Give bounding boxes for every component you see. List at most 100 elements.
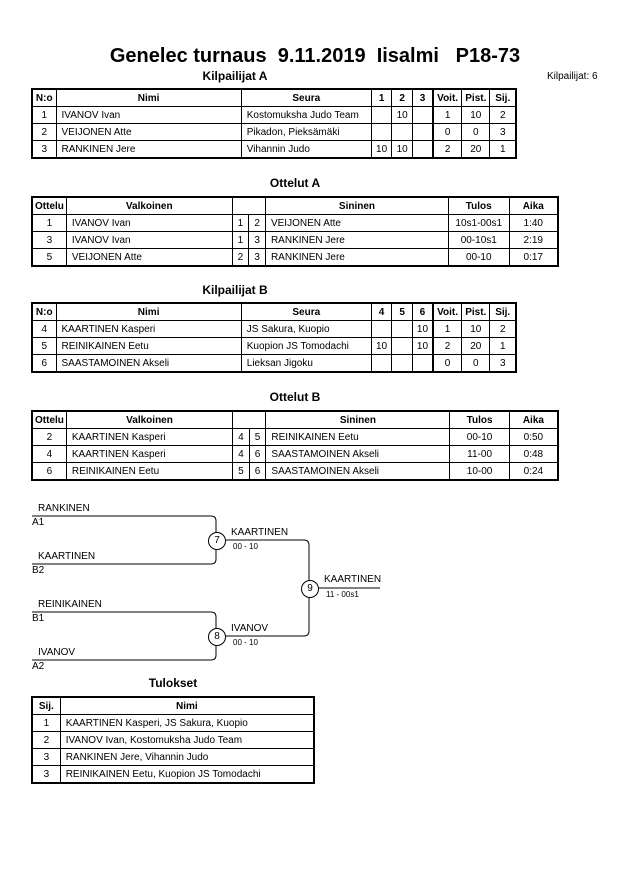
final-score: 11 - 00s1 (326, 590, 359, 599)
matches-b-header-row: Ottelu Valkoinen Sininen Tulos Aika (31, 410, 559, 429)
results-table: Sij. Nimi 1 KAARTINEN Kasperi, JS Sakura… (31, 696, 315, 784)
cell: 0:17 (508, 248, 559, 267)
table-row: 5 REINIKAINEN Eetu Kuopion JS Tomodachi … (31, 337, 517, 355)
pool-a-table: N:o Nimi Seura 1 2 3 Voit. Pist. Sij. 1 … (31, 88, 517, 159)
cell: 5 (31, 248, 67, 267)
pool-a-heading: Kilpailijat A (202, 69, 268, 83)
competitor-count: Kilpailijat: 6 (547, 71, 598, 82)
table-row: 1 IVANOV Ivan Kostomuksha Judo Team 10 1… (31, 106, 517, 124)
bracket-seed-b1: B1 (32, 613, 45, 624)
table-row: 3 RANKINEN Jere Vihannin Judo 10 10 2 20… (31, 140, 517, 159)
col-points: Pist. (461, 302, 491, 321)
table-row: 3 REINIKAINEN Eetu, Kuopion JS Tomodachi (31, 765, 315, 784)
cell: 1 (489, 337, 517, 355)
cell: 6 (248, 445, 267, 463)
cell: 5 (232, 462, 250, 481)
cell: 0 (432, 354, 463, 373)
cell: 2 (31, 731, 61, 749)
bracket-name-b1: REINIKAINEN (38, 599, 102, 610)
cell: 0 (461, 354, 491, 373)
cell: REINIKAINEN Eetu (65, 462, 234, 481)
results-heading: Tulokset (148, 676, 198, 690)
bracket-name-a2: IVANOV (38, 647, 76, 658)
cell: 20 (461, 140, 491, 159)
cell: 3 (31, 231, 67, 249)
cell: 4 (31, 445, 67, 463)
bracket-seed-a2: A2 (32, 661, 45, 672)
results-header-row: Sij. Nimi (31, 696, 315, 715)
table-row: 6 REINIKAINEN Eetu 5 6 SAASTAMOINEN Akse… (31, 462, 559, 481)
cell: 3 (489, 354, 517, 373)
semi-1-score: 00 - 10 (233, 542, 258, 551)
bracket-name-a1: RANKINEN (38, 503, 90, 514)
cell: 1 (489, 140, 517, 159)
final-winner: KAARTINEN (324, 574, 382, 585)
cell (391, 337, 413, 355)
col-opp-2: 2 (391, 88, 413, 107)
col-result: Tulos (449, 410, 510, 429)
cell: 0:24 (508, 462, 559, 481)
col-name: Nimi (59, 696, 315, 715)
page-title: Genelec turnaus 9.11.2019 Iisalmi P18-73 (109, 45, 521, 67)
cell: IVANOV Ivan, Kostomuksha Judo Team (59, 731, 315, 749)
semi-2-winner: IVANOV (231, 623, 269, 634)
matches-a-table: Ottelu Valkoinen Sininen Tulos Aika 1 IV… (31, 196, 559, 267)
cell: RANKINEN Jere (55, 140, 242, 159)
cell: 3 (489, 123, 517, 141)
pool-b-heading: Kilpailijat B (202, 283, 268, 297)
cell (391, 354, 413, 373)
table-row: 6 SAASTAMOINEN Akseli Lieksan Jigoku 0 0… (31, 354, 517, 373)
cell: IVANOV Ivan (65, 231, 233, 249)
cell: SAASTAMOINEN Akseli (55, 354, 242, 373)
table-row: 2 IVANOV Ivan, Kostomuksha Judo Team (31, 731, 315, 749)
cell: 3 (31, 748, 61, 766)
table-row: 5 VEIJONEN Atte 2 3 RANKINEN Jere 00-10 … (31, 248, 559, 267)
cell: Vihannin Judo (240, 140, 372, 159)
cell: 4 (232, 445, 250, 463)
cell (370, 123, 393, 141)
cell: 3 (31, 765, 61, 784)
cell (370, 354, 393, 373)
semi-1-winner: KAARTINEN (231, 527, 289, 538)
matches-a-heading: Ottelut A (269, 176, 321, 190)
table-row: 1 KAARTINEN Kasperi, JS Sakura, Kuopio (31, 714, 315, 732)
cell: 1 (231, 231, 250, 249)
cell: 0:48 (508, 445, 559, 463)
table-row: 3 RANKINEN Jere, Vihannin Judo (31, 748, 315, 766)
match-number-7: 7 (208, 532, 226, 550)
cell: SAASTAMOINEN Akseli (265, 462, 451, 481)
cell: 1 (31, 714, 61, 732)
cell: VEIJONEN Atte (65, 248, 233, 267)
match-number-8: 8 (208, 628, 226, 646)
cell: KAARTINEN Kasperi, JS Sakura, Kuopio (59, 714, 315, 732)
col-match: Ottelu (31, 196, 67, 215)
cell: 10 (391, 140, 413, 159)
cell: RANKINEN Jere, Vihannin Judo (59, 748, 315, 766)
cell: RANKINEN Jere (264, 248, 449, 267)
cell: 2:19 (508, 231, 559, 249)
bracket-name-b2: KAARTINEN (38, 551, 96, 562)
cell: REINIKAINEN Eetu (55, 337, 242, 355)
matches-b-table: Ottelu Valkoinen Sininen Tulos Aika 2 KA… (31, 410, 559, 481)
cell: Lieksan Jigoku (240, 354, 372, 373)
cell: 00-10 (447, 248, 510, 267)
table-row: 4 KAARTINEN Kasperi 4 6 SAASTAMOINEN Aks… (31, 445, 559, 463)
cell: VEIJONEN Atte (55, 123, 242, 141)
match-number-9: 9 (301, 580, 319, 598)
cell: 20 (461, 337, 491, 355)
matches-b-heading: Ottelut B (269, 390, 321, 404)
cell: 11-00 (449, 445, 510, 463)
bracket-seed-b2: B2 (32, 565, 45, 576)
cell: 10 (370, 140, 393, 159)
cell: 0 (461, 123, 491, 141)
cell: REINIKAINEN Eetu, Kuopion JS Tomodachi (59, 765, 315, 784)
table-row: 3 IVANOV Ivan 1 3 RANKINEN Jere 00-10s1 … (31, 231, 559, 249)
table-row: 1 IVANOV Ivan 1 2 VEIJONEN Atte 10s1-00s… (31, 214, 559, 232)
cell: SAASTAMOINEN Akseli (265, 445, 451, 463)
cell: RANKINEN Jere (264, 231, 449, 249)
cell: Pikadon, Pieksämäki (240, 123, 372, 141)
table-row: 4 KAARTINEN Kasperi JS Sakura, Kuopio 10… (31, 320, 517, 338)
cell: 10 (370, 337, 393, 355)
pool-b-header-row: N:o Nimi Seura 4 5 6 Voit. Pist. Sij. (31, 302, 517, 321)
bracket-seed-a1: A1 (32, 517, 45, 528)
